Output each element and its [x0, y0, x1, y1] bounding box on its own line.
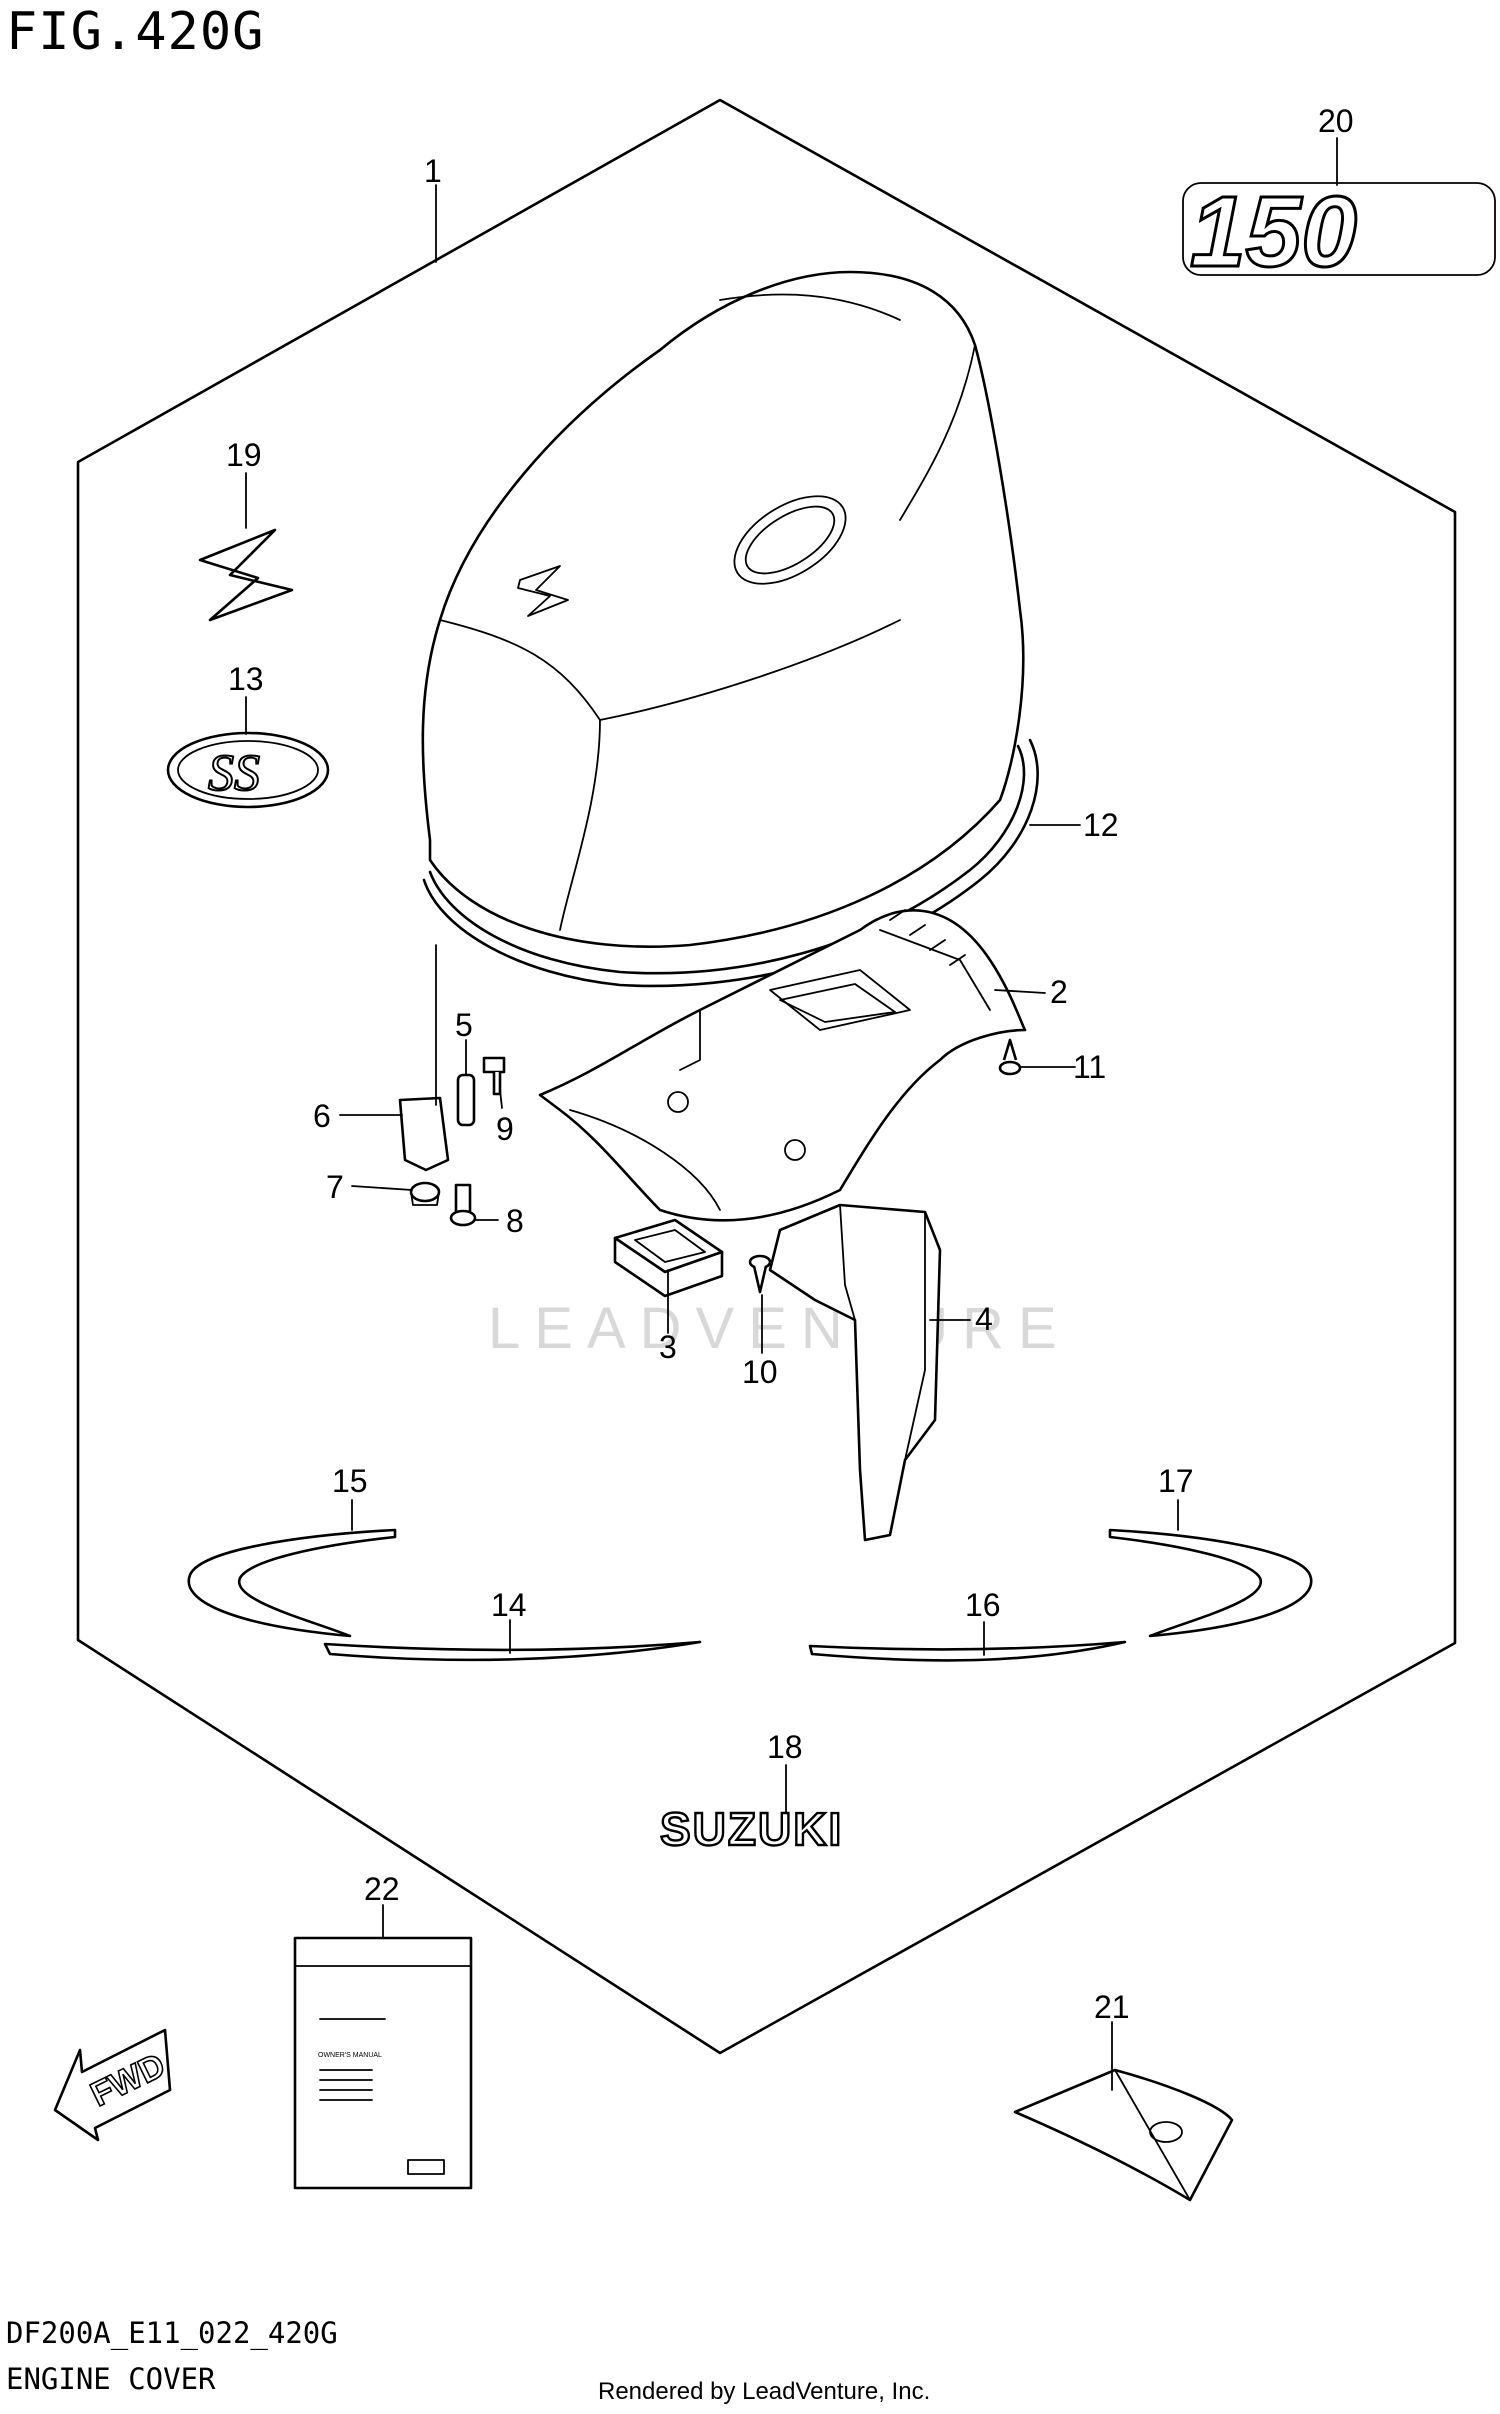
- callout-19: 19: [226, 437, 262, 473]
- stripe-17-part[interactable]: [1108, 1528, 1313, 1638]
- callout-18: 18: [767, 1729, 803, 1765]
- callout-8: 8: [506, 1203, 524, 1239]
- ss-badge-part[interactable]: SS: [166, 731, 330, 809]
- callout-11: 11: [1073, 1049, 1106, 1085]
- stripe-14-part[interactable]: [323, 1640, 702, 1662]
- ss-badge-text: SS: [208, 745, 260, 802]
- clip-part[interactable]: [456, 1073, 476, 1127]
- render-credit: Rendered by LeadVenture, Inc.: [598, 2378, 931, 2405]
- bolt-8-part[interactable]: [449, 1183, 477, 1227]
- callout-16: 16: [965, 1587, 1001, 1623]
- callout-12: 12: [1083, 807, 1119, 843]
- callout-10: 10: [742, 1354, 778, 1390]
- bolt-9-part[interactable]: [482, 1056, 506, 1096]
- callout-17: 17: [1158, 1463, 1194, 1499]
- lower-cover-part[interactable]: [538, 909, 1027, 1222]
- leader-lines: [245, 137, 1338, 2091]
- callout-2: 2: [1050, 974, 1068, 1010]
- bracket-part[interactable]: [398, 1096, 450, 1172]
- callout-7: 7: [326, 1169, 344, 1205]
- fwd-arrow-icon: FWD: [53, 2028, 172, 2142]
- callout-3: 3: [659, 1329, 677, 1365]
- assembly-boundary: [76, 98, 1457, 2055]
- air-duct-part[interactable]: [768, 1203, 942, 1542]
- callout-20: 20: [1318, 103, 1354, 139]
- diagram-code: DF200A_E11_022_420G: [6, 2316, 338, 2350]
- intake-seal-part[interactable]: [613, 1218, 724, 1298]
- engine-cover-part[interactable]: [421, 270, 1025, 948]
- figure-title: FIG.420G: [6, 2, 265, 62]
- stripe-15-part[interactable]: [187, 1528, 397, 1638]
- screw-10-part[interactable]: [748, 1254, 772, 1294]
- screw-11-part[interactable]: [998, 1038, 1022, 1076]
- callout-1: 1: [424, 153, 442, 189]
- callout-9: 9: [496, 1111, 514, 1147]
- callout-21: 21: [1094, 1989, 1130, 2025]
- watermark: LEADVENTURE: [488, 1296, 1071, 1361]
- callout-5: 5: [455, 1007, 473, 1043]
- grommet-part[interactable]: [409, 1181, 441, 1206]
- callout-4: 4: [975, 1301, 993, 1337]
- brand-decal-part[interactable]: SUZUKI: [659, 1802, 843, 1856]
- diagram-name: ENGINE COVER: [6, 2362, 216, 2396]
- callout-6: 6: [313, 1098, 331, 1134]
- owners-manual-part[interactable]: OWNER'S MANUAL: [293, 1936, 473, 2190]
- manual-title: OWNER'S MANUAL: [318, 2052, 382, 2059]
- callout-22: 22: [364, 1871, 400, 1907]
- model-decal-part[interactable]: 150: [1182, 175, 1496, 290]
- suzuki-s-logo-icon[interactable]: [198, 528, 294, 622]
- callout-13: 13: [228, 661, 264, 697]
- callout-15: 15: [332, 1463, 368, 1499]
- cover-s-logo-icon: [517, 565, 569, 617]
- parts-bag-part[interactable]: [1013, 2068, 1234, 2202]
- brand-decal-text: SUZUKI: [660, 1803, 843, 1855]
- model-decal-text: 150: [1190, 176, 1357, 288]
- callout-14: 14: [491, 1587, 527, 1623]
- stripe-16-part[interactable]: [808, 1640, 1127, 1662]
